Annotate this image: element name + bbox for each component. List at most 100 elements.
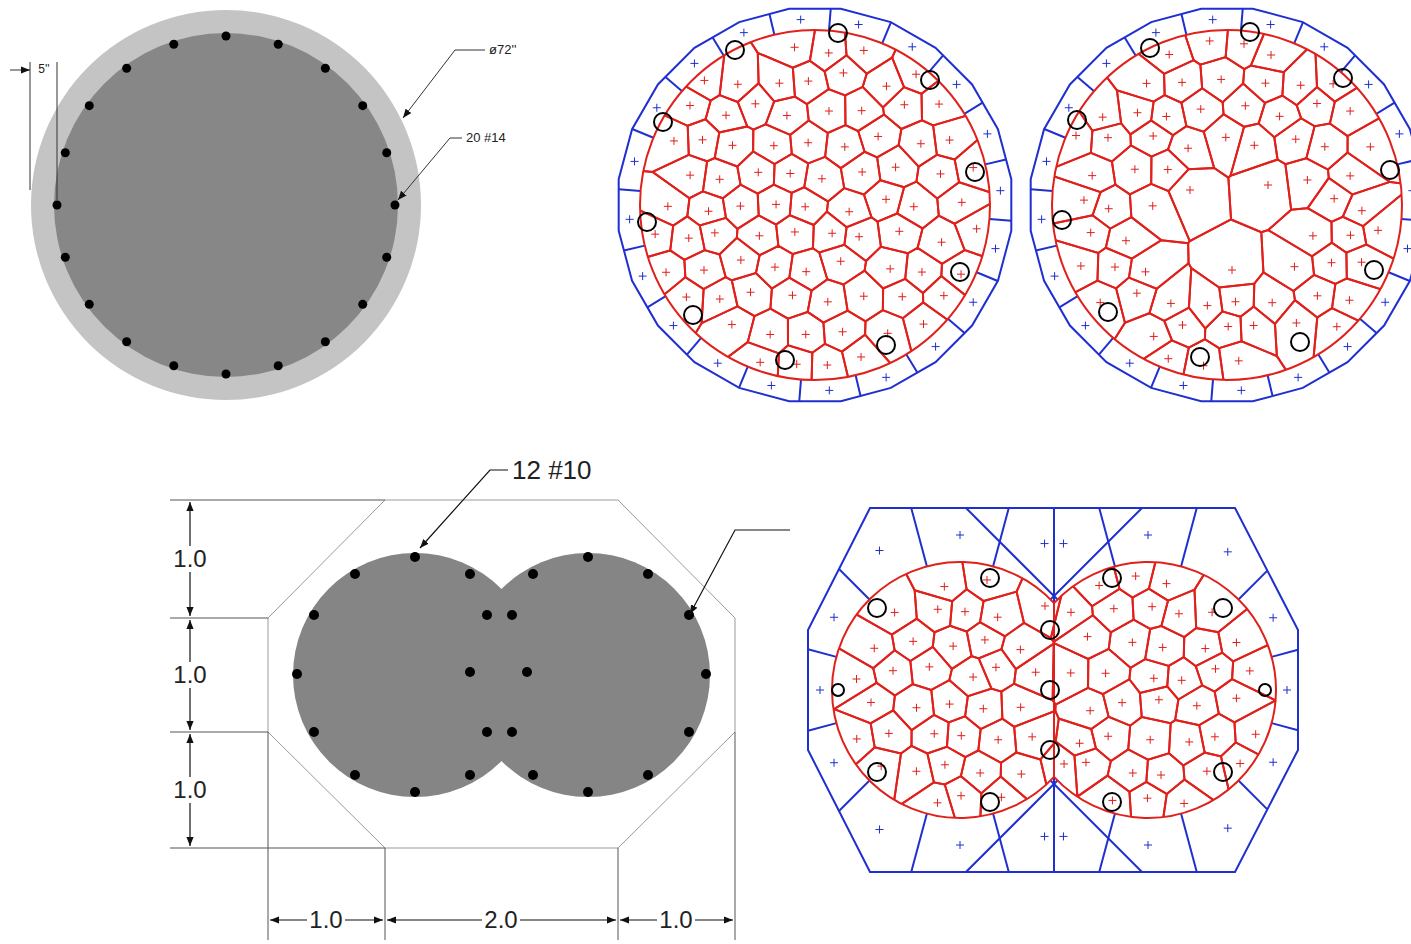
fiber-centroid [1041,540,1049,548]
fiber-centroid [895,227,903,235]
rebar-fiber [868,763,886,781]
cover-dimension [10,62,57,200]
rebar-dot [583,787,593,797]
cover-fiber-edge [929,55,943,72]
fiber-centroid [716,175,724,183]
fiber-centroid [1395,130,1403,138]
fiber-centroid [912,70,920,78]
rebar-dot [122,337,131,346]
fiber-centroid [670,137,678,145]
cover-fiber-edge [1031,189,1053,191]
fiber-centroid [979,705,987,713]
fiber-centroid [1228,266,1236,274]
fiber-centroid [1209,16,1217,24]
core-fiber [700,218,738,255]
cover-fiber-edge [1211,379,1213,401]
fiber-centroid [1232,639,1240,647]
rebar-dot [358,300,367,309]
cover-fiber-edge [808,723,836,731]
fiber-centroid [1346,107,1354,115]
rebar-fiber [1099,303,1117,321]
core-fiber [903,302,990,380]
fiber-centroid [1292,319,1300,327]
fiber-centroid [1149,202,1157,210]
fiber-centroid [1108,796,1116,804]
fiber-centroid [686,171,694,179]
fiber-centroid [839,328,847,336]
fiber-centroid [1224,824,1232,832]
rebar-fiber [1041,741,1059,759]
cover-fiber-edge [1053,777,1055,872]
fiber-centroid [956,531,964,539]
rebar-dot [507,610,517,620]
core-fiber [1312,243,1347,284]
dimension-label: 5'' [36,63,51,76]
rebar-dot [358,101,367,110]
rebar-dot [684,610,694,620]
core-fiber [1328,153,1390,195]
core-fiber [927,747,965,785]
fiber-centroid [664,202,672,210]
rebar-fiber [981,569,999,587]
fiber-centroid [685,234,693,242]
core-fiber [640,60,711,126]
fiber-centroid [900,101,908,109]
fiber-centroid [1303,176,1311,184]
rebar-dot [528,770,538,780]
fiber-centroid [994,736,1002,744]
fiber-centroid [1313,100,1321,108]
core-fiber [640,277,704,380]
fiber-centroid [874,132,882,140]
core-fiber [1149,263,1191,321]
fiber-centroid [1133,109,1141,117]
core-fiber [1117,90,1154,134]
rebar-fiber [1214,763,1232,781]
core-fiber [1219,341,1293,380]
fiber-centroid [1211,733,1219,741]
fiber-centroid [1175,610,1183,618]
fiber-centroid [682,293,690,301]
core-fiber [1182,339,1223,380]
core-fiber [1346,244,1402,296]
fiber-centroid [933,799,941,807]
cover-fiber-edge [1099,338,1113,355]
fiber-centroid [1104,732,1112,740]
fiber-centroid [626,215,634,223]
fiber-centroid [1261,79,1269,87]
fiber-centroid [949,642,957,650]
fiber-centroid [1082,758,1090,766]
fiber-centroid [908,43,916,51]
fiber-centroid [1157,771,1165,779]
core-fiber [1163,780,1236,818]
fiber-centroid [919,320,927,328]
core-fiber [961,750,1001,793]
fiber-centroid [1206,37,1214,45]
rebar-fiber [684,306,702,324]
fiber-centroid [791,228,799,236]
fiber-centroid [996,187,1004,195]
cover-fiber-edge [1181,508,1197,566]
interlocking-core [292,552,711,797]
core-fiber [1168,168,1231,241]
cover-fiber-edge [1051,508,1142,599]
fiber-centroid [830,613,838,621]
core-fiber [1106,217,1162,259]
core-fiber [1129,782,1166,818]
cover-fiber-edge [1181,14,1186,35]
dimension-label: 1.0 [171,546,208,572]
core-fiber [723,185,759,229]
rebar-fiber [921,71,939,89]
cover-fiber-edge [1360,319,1377,333]
core-fiber [819,245,866,285]
fiber-centroid [1059,540,1067,548]
core-fiber [807,89,846,133]
rebar-fiber [1241,23,1259,41]
fiber-centroid [941,761,949,769]
dimension-label: 1.0 [171,662,208,688]
core-fiber [1168,126,1214,169]
fiber-centroid [1381,298,1389,306]
fiber-centroid [797,16,805,24]
fiber-centroid [925,663,933,671]
cover-fiber-edge [632,129,653,138]
